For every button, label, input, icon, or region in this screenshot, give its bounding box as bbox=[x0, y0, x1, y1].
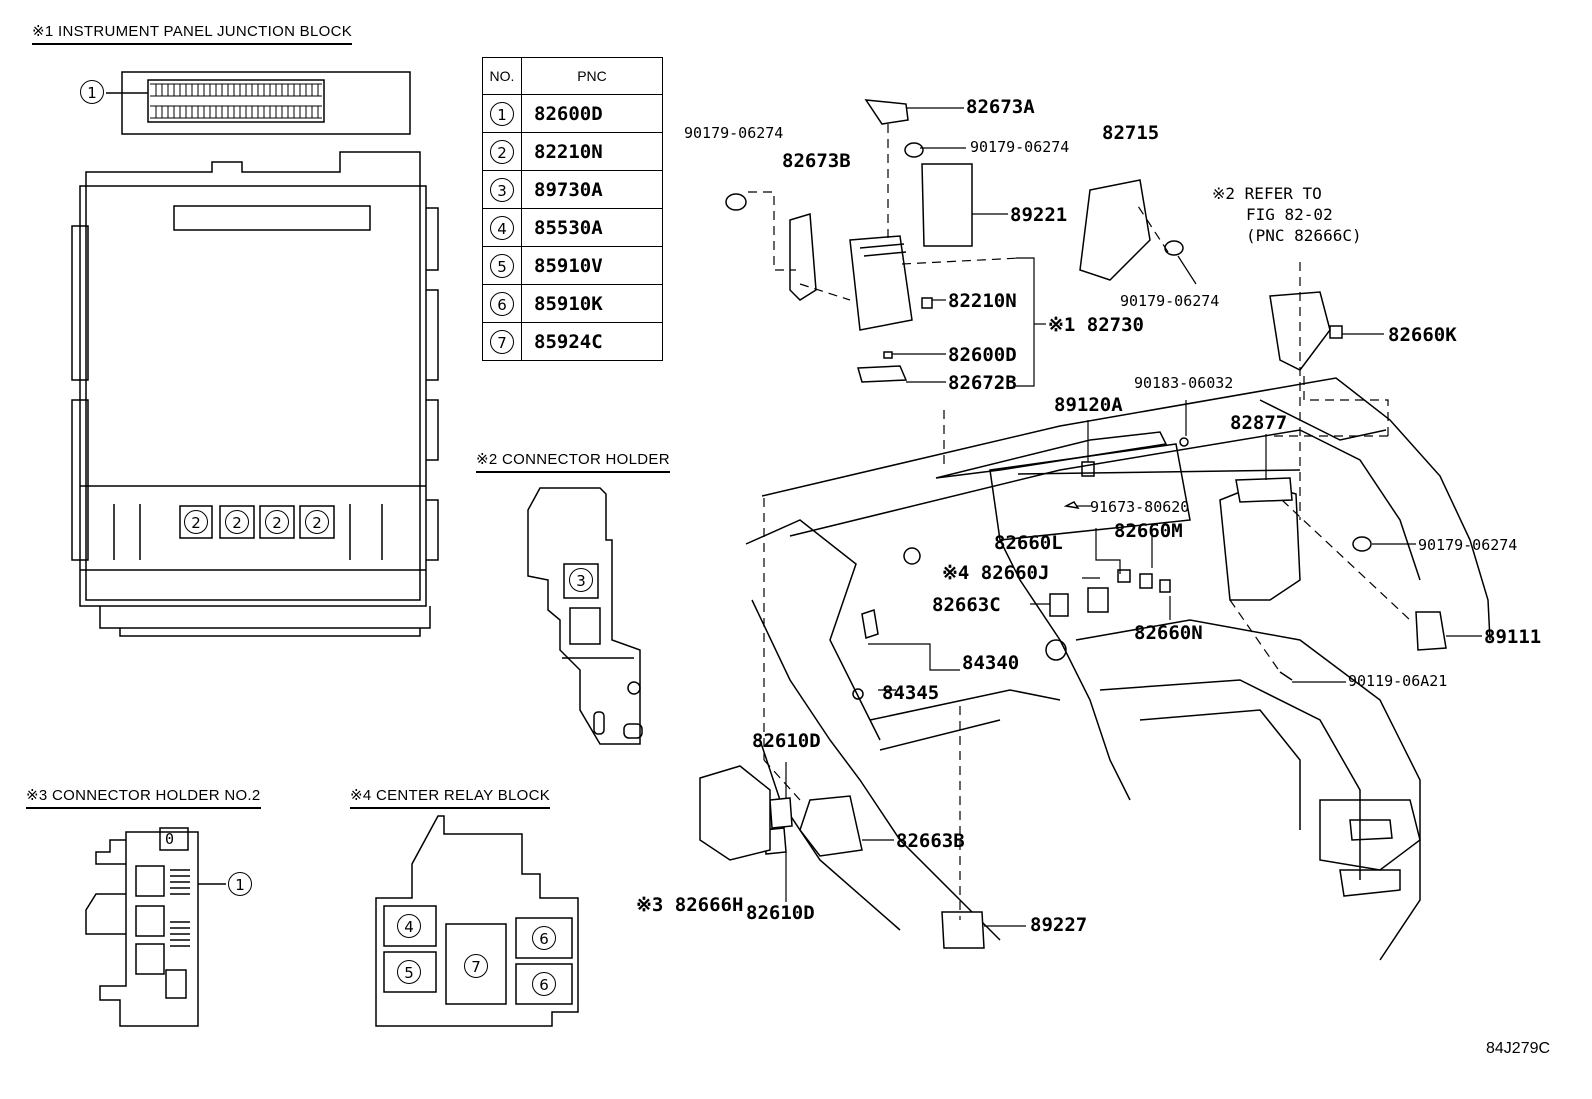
part-label-82663c: 82663C bbox=[932, 594, 1001, 616]
part-label-84345: 84345 bbox=[882, 682, 940, 704]
part-label-89227: 89227 bbox=[1030, 914, 1088, 936]
callout-2c: 2 bbox=[265, 510, 289, 534]
part-label-82600d: 82600D bbox=[948, 344, 1017, 366]
table-row: 4 85530A bbox=[482, 208, 663, 247]
callout-4: 4 bbox=[397, 914, 421, 938]
row-number: 5 bbox=[490, 253, 514, 278]
part-label-89221: 89221 bbox=[1010, 204, 1068, 226]
row-pnc: 82600D bbox=[521, 94, 663, 133]
part-label-82730: ※1 82730 bbox=[1048, 314, 1144, 336]
row-number: 4 bbox=[490, 215, 514, 240]
dashed-lines bbox=[748, 124, 1411, 920]
callout-2d: 2 bbox=[305, 510, 329, 534]
part-label-82210n: 82210N bbox=[948, 290, 1017, 312]
row-pnc: 85924C bbox=[521, 322, 663, 361]
part-label-90119-06a21: 90119-06A21 bbox=[1348, 672, 1448, 690]
part-label-90183-06032: 90183-06032 bbox=[1134, 374, 1234, 392]
dashboard-art bbox=[699, 291, 1491, 961]
part-label-84340: 84340 bbox=[962, 652, 1020, 674]
part-label-91673-80620: 91673-80620 bbox=[1090, 498, 1190, 516]
connector-holder-no2-art bbox=[85, 827, 226, 1027]
part-label-82660m: 82660M bbox=[1114, 520, 1183, 542]
part-label-82673b: 82673B bbox=[782, 150, 851, 172]
table-header-no: NO. bbox=[482, 57, 522, 95]
part-label-90179-06274-c: 90179-06274 bbox=[1120, 292, 1220, 310]
part-label-82610d-lower: 82610D bbox=[746, 902, 815, 924]
leader-lines bbox=[785, 107, 1482, 927]
callout-2a: 2 bbox=[184, 510, 208, 534]
center-relay-block-art bbox=[375, 815, 579, 1027]
diagram-code: 84J279C bbox=[1486, 1040, 1551, 1057]
part-label-90179-06274-a: 90179-06274 bbox=[684, 124, 784, 142]
row-pnc: 85530A bbox=[521, 208, 663, 247]
part-label-89120a: 89120A bbox=[1054, 394, 1123, 416]
part-label-82666h: ※3 82666H bbox=[636, 894, 744, 916]
part-label-82660j: ※4 82660J bbox=[942, 562, 1050, 584]
row-number: 2 bbox=[490, 139, 514, 164]
table-row: 2 82210N bbox=[482, 132, 663, 171]
row-number: 3 bbox=[490, 177, 514, 202]
refer-note-line-2: FIG 82-02 bbox=[1246, 205, 1333, 224]
row-number: 7 bbox=[490, 329, 514, 354]
row-number: 1 bbox=[490, 101, 514, 126]
part-label-82660k: 82660K bbox=[1388, 324, 1457, 346]
row-pnc: 89730A bbox=[521, 170, 663, 209]
part-label-82660n: 82660N bbox=[1134, 622, 1203, 644]
callout-1-holder-no2: 1 bbox=[228, 872, 252, 896]
pnc-table: NO. PNC 1 82600D 2 82210N 3 89730A 4 855… bbox=[482, 57, 663, 361]
part-label-82715: 82715 bbox=[1102, 122, 1160, 144]
connector-holder-art bbox=[527, 487, 643, 745]
row-pnc: 85910K bbox=[521, 284, 663, 323]
section-title-center-relay-block: ※4 CENTER RELAY BLOCK bbox=[350, 786, 551, 809]
table-row: 7 85924C bbox=[482, 322, 663, 361]
row-pnc: 85910V bbox=[521, 246, 663, 285]
part-label-82877: 82877 bbox=[1230, 412, 1288, 434]
part-label-82673a: 82673A bbox=[966, 96, 1035, 118]
section-title-connector-holder-no2: ※3 CONNECTOR HOLDER NO.2 bbox=[26, 786, 261, 809]
refer-note-line-3: (PNC 82666C) bbox=[1246, 226, 1362, 245]
callout-3: 3 bbox=[569, 568, 593, 592]
section-title-connector-holder: ※2 CONNECTOR HOLDER bbox=[476, 450, 670, 473]
junction-block-top-view bbox=[106, 71, 411, 135]
callout-5: 5 bbox=[397, 960, 421, 984]
row-number: 6 bbox=[490, 291, 514, 316]
junction-block-front-view bbox=[71, 151, 439, 637]
part-label-82660l: 82660L bbox=[994, 532, 1063, 554]
table-row: 5 85910V bbox=[482, 246, 663, 285]
callout-6a: 6 bbox=[532, 926, 556, 950]
table-row: 3 89730A bbox=[482, 170, 663, 209]
part-label-82663b: 82663B bbox=[896, 830, 965, 852]
part-label-82610d-upper: 82610D bbox=[752, 730, 821, 752]
table-row: 1 82600D bbox=[482, 94, 663, 133]
part-label-82672b: 82672B bbox=[948, 372, 1017, 394]
callout-1-junction: 1 bbox=[80, 80, 104, 104]
section-title-junction-block: ※1 INSTRUMENT PANEL JUNCTION BLOCK bbox=[32, 22, 353, 45]
callout-0: 0 bbox=[165, 830, 175, 848]
refer-note-line-1: ※2 REFER TO bbox=[1212, 184, 1322, 203]
callout-6b: 6 bbox=[532, 972, 556, 996]
part-label-89111: 89111 bbox=[1484, 626, 1542, 648]
callout-7: 7 bbox=[464, 954, 488, 978]
table-header-row: NO. PNC bbox=[482, 57, 663, 95]
row-pnc: 82210N bbox=[521, 132, 663, 171]
part-label-90179-06274-b: 90179-06274 bbox=[970, 138, 1070, 156]
callout-2b: 2 bbox=[225, 510, 249, 534]
table-row: 6 85910K bbox=[482, 284, 663, 323]
part-label-90179-06274-d: 90179-06274 bbox=[1418, 536, 1518, 554]
upper-parts-art bbox=[725, 99, 1372, 700]
table-header-pnc: PNC bbox=[521, 57, 663, 95]
